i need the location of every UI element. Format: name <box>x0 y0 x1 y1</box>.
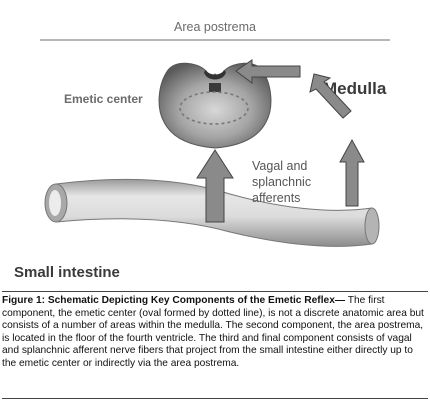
arrow-up-to-emetic-center <box>196 149 234 223</box>
emetic-center-label: Emetic center <box>64 92 143 106</box>
small-intestine-label: Small intestine <box>14 264 120 281</box>
caption-bottom-rule <box>2 398 428 399</box>
vagal-label-line1: Vagal and <box>252 159 307 173</box>
emetic-reflex-diagram: Area postrema Emetic center Medulla Vaga… <box>14 20 390 281</box>
caption-body: The first component, the emetic center (… <box>2 295 424 369</box>
vagal-label-line2: splanchnic <box>252 175 311 189</box>
vagal-label-line3: afferents <box>252 191 300 205</box>
arrow-up-right <box>339 138 365 207</box>
emetic-center-oval <box>179 91 249 125</box>
area-postrema-label: Area postrema <box>174 20 256 34</box>
arrow-to-area-postrema <box>235 59 301 84</box>
caption-title: Figure 1: Schematic Depicting Key Compon… <box>2 295 346 306</box>
area-postrema-notch <box>204 70 226 80</box>
medulla-label: Medulla <box>323 79 387 98</box>
fourth-ventricle-marker <box>209 83 221 92</box>
arrow-diagonal-to-medulla <box>309 73 352 119</box>
caption-top-rule <box>2 291 428 292</box>
figure-caption: Figure 1: Schematic Depicting Key Compon… <box>2 295 428 371</box>
